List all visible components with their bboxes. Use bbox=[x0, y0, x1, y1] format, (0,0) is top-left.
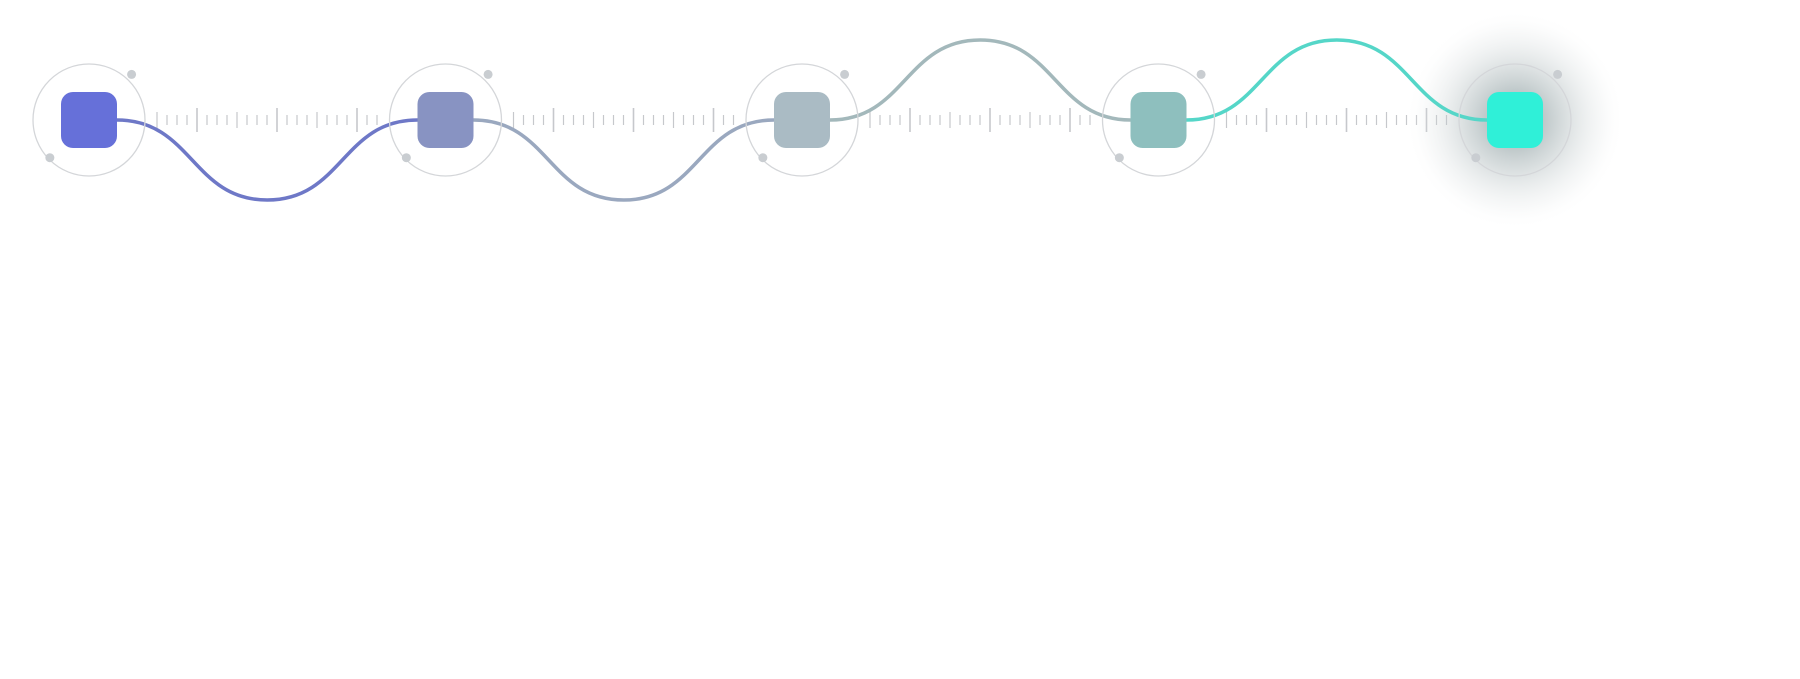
connectors bbox=[115, 38, 1489, 202]
node-square bbox=[61, 92, 117, 148]
node-step-2 bbox=[388, 63, 503, 177]
node-step-4 bbox=[1101, 63, 1216, 177]
node-ring-dot bbox=[401, 153, 411, 163]
node-ring bbox=[388, 63, 503, 177]
node-ring-dot bbox=[1196, 69, 1206, 79]
node-square bbox=[417, 92, 474, 148]
connector-step-3-step-4 bbox=[828, 38, 1133, 122]
node-ring-dot bbox=[45, 153, 55, 163]
node-ring-dot bbox=[1114, 153, 1124, 163]
node-square bbox=[1130, 92, 1187, 148]
node-ring bbox=[1458, 63, 1572, 177]
tick-track bbox=[156, 108, 1448, 132]
node-step-1 bbox=[32, 63, 146, 177]
node-ring-dot bbox=[758, 153, 768, 163]
connector-step-2-step-3 bbox=[471, 118, 776, 202]
node-ring-dot bbox=[840, 69, 850, 79]
node-square bbox=[774, 92, 830, 148]
node-ring-dot bbox=[483, 69, 493, 79]
connector-step-4-step-5 bbox=[1184, 38, 1489, 122]
node-ring-dot bbox=[1471, 153, 1481, 163]
node-ring bbox=[1101, 63, 1216, 177]
node-ring bbox=[32, 63, 146, 177]
node-ring bbox=[745, 63, 859, 177]
node-step-5 bbox=[1458, 63, 1572, 177]
nodes bbox=[32, 63, 1572, 177]
connector-step-1-step-2 bbox=[115, 118, 420, 202]
node-ring-dot bbox=[127, 69, 137, 79]
node-step-3 bbox=[745, 63, 859, 177]
node-square bbox=[1487, 92, 1543, 148]
node-ring-dot bbox=[1553, 69, 1563, 79]
